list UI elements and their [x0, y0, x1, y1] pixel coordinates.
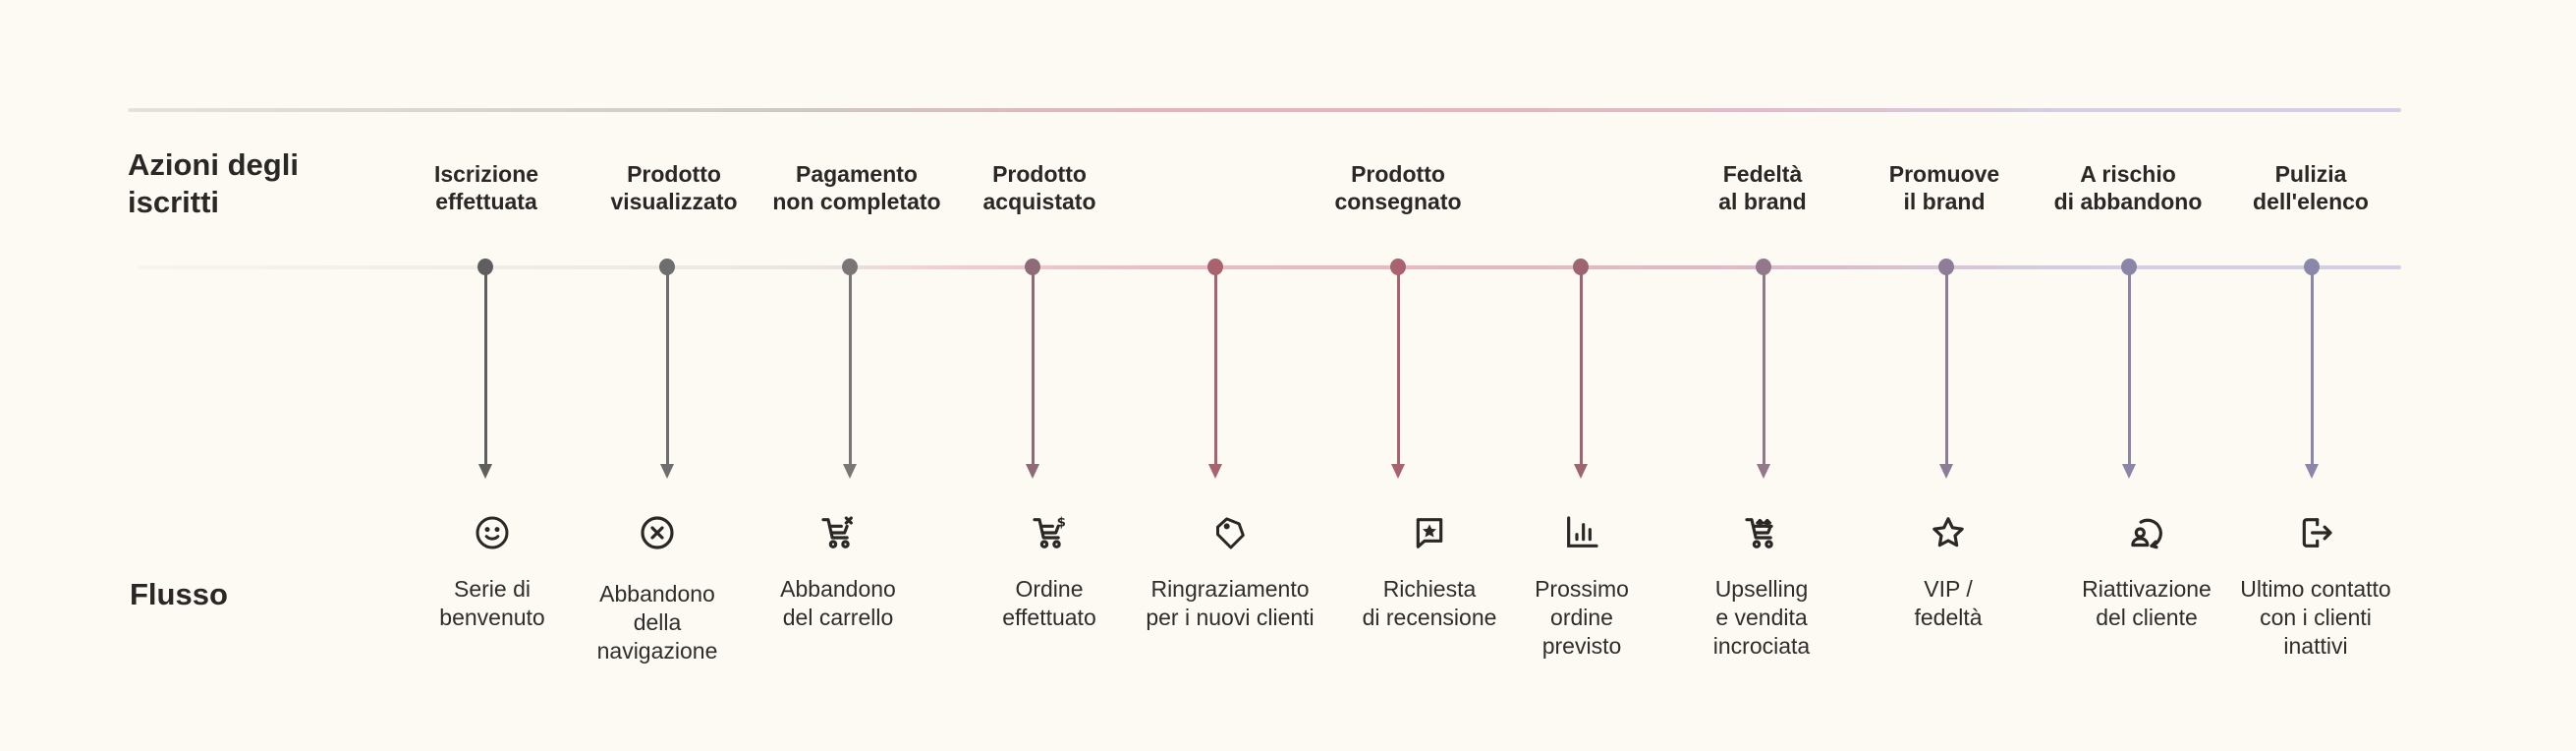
flow-label: Abbandono della navigazione	[596, 581, 718, 664]
timeline-arrow	[1937, 259, 1955, 480]
arrow-down-icon	[478, 464, 492, 479]
arrow-down-icon	[1391, 464, 1405, 479]
action-header-product-delivered: Prodotto consegnato	[1334, 161, 1462, 214]
flow-order-placed: $ Ordine effettuato	[946, 513, 1152, 632]
flow-label: VIP / fedeltà	[1914, 576, 1983, 630]
timeline-arrow	[2303, 259, 2321, 480]
timeline-dot	[2304, 259, 2320, 275]
action-header-list-cleanup: Pulizia dell'elenco	[2253, 161, 2369, 214]
flow-label: Abbandono del carrello	[780, 576, 896, 630]
arrow-down-icon	[1939, 464, 1953, 479]
cart-dollar-icon: $	[1030, 513, 1069, 552]
action-header-brand-loyalty: Fedeltà al brand	[1718, 161, 1807, 214]
arrow-line	[2128, 267, 2131, 464]
timeline-dot	[1390, 259, 1406, 275]
timeline-dot	[1756, 259, 1771, 275]
flow-customer-winback: Riattivazione del cliente	[2044, 513, 2250, 632]
timeline-arrow	[476, 259, 494, 480]
flow-browse-abandonment: Abbandono della navigazione	[554, 513, 760, 665]
arrow-down-icon	[1757, 464, 1770, 479]
timeline-dot	[659, 259, 675, 275]
flow-sunset-inactive: Ultimo contatto con i clienti inattivi	[2212, 513, 2419, 661]
arrow-down-icon	[1208, 464, 1222, 479]
timeline-arrow	[1389, 259, 1407, 480]
circle-x-icon	[638, 513, 677, 552]
arrow-line	[1032, 267, 1035, 464]
action-header-churn-risk: A rischio di abbandono	[2053, 161, 2203, 214]
flow-title: Flusso	[130, 577, 228, 611]
arrow-down-icon	[2305, 464, 2319, 479]
flow-label: Richiesta di recensione	[1362, 576, 1497, 630]
arrow-down-icon	[2122, 464, 2136, 479]
arrow-line	[1397, 267, 1400, 464]
arrow-line	[484, 267, 487, 464]
flow-vip-loyalty: VIP / fedeltà	[1845, 513, 2051, 632]
arrow-down-icon	[660, 464, 674, 479]
timeline-dot	[1025, 259, 1040, 275]
flow-review-request: Richiesta di recensione	[1326, 513, 1533, 632]
timeline-dot	[477, 259, 493, 275]
flow-new-customer-thanks: Ringraziamento per i nuovi clienti	[1127, 513, 1333, 632]
arrow-line	[1945, 267, 1948, 464]
arrow-down-icon	[1026, 464, 1039, 479]
flow-label: Ringraziamento per i nuovi clienti	[1146, 576, 1315, 630]
arrow-line	[2311, 267, 2314, 464]
subscriber-actions-title: Azioni degli iscritti	[128, 147, 299, 219]
arrow-line	[1580, 267, 1583, 464]
timeline-arrow	[658, 259, 676, 480]
flow-cart-abandonment: Abbandono del carrello	[735, 513, 941, 632]
timeline-arrow	[1755, 259, 1772, 480]
action-header-product-viewed: Prodotto visualizzato	[610, 161, 738, 214]
timeline-dot	[842, 259, 858, 275]
timeline-track	[138, 265, 2401, 269]
action-header-brand-promoter: Promuove il brand	[1888, 161, 2000, 214]
star-icon	[1929, 513, 1968, 552]
cart-upsell-icon	[1742, 513, 1781, 552]
flow-welcome-series: Serie di benvenuto	[389, 513, 595, 632]
arrow-line	[849, 267, 852, 464]
flow-label: Serie di benvenuto	[439, 576, 545, 630]
arrow-line	[1763, 267, 1765, 464]
review-star-icon	[1410, 513, 1449, 552]
timeline-dot	[1207, 259, 1223, 275]
arrow-down-icon	[1574, 464, 1588, 479]
arrow-line	[666, 267, 669, 464]
action-header-subscribed: Iscrizione effettuata	[433, 161, 539, 214]
timeline-dot	[1938, 259, 1954, 275]
timeline-arrow	[2120, 259, 2138, 480]
timeline-arrow	[841, 259, 859, 480]
top-divider	[128, 108, 2401, 112]
timeline-arrow	[1024, 259, 1041, 480]
action-header-checkout-incomplete: Pagamento non completato	[772, 161, 941, 214]
arrow-down-icon	[843, 464, 857, 479]
flow-label: Ordine effettuato	[1002, 576, 1096, 630]
cart-remove-icon	[818, 513, 858, 552]
smiley-icon	[473, 513, 512, 552]
timeline-dot	[2121, 259, 2137, 275]
exit-icon	[2296, 513, 2335, 552]
flow-label: Upselling e vendita incrociata	[1712, 576, 1811, 659]
tag-icon	[1210, 513, 1250, 552]
timeline-arrow	[1206, 259, 1224, 480]
svg-text:$: $	[1057, 515, 1066, 530]
user-refresh-icon	[2127, 513, 2166, 552]
timeline-arrow	[1572, 259, 1590, 480]
flow-upsell-cross-sell: Upselling e vendita incrociata	[1658, 513, 1865, 661]
action-header-product-purchased: Prodotto acquistato	[982, 161, 1096, 214]
flow-label: Riattivazione del cliente	[2082, 576, 2212, 630]
flow-label: Prossimo ordine previsto	[1535, 576, 1629, 659]
bar-chart-icon	[1562, 513, 1601, 552]
flow-next-order-expected: Prossimo ordine previsto	[1479, 513, 1685, 661]
flow-label: Ultimo contatto con i clienti inattivi	[2240, 576, 2391, 659]
arrow-line	[1214, 267, 1217, 464]
timeline-dot	[1573, 259, 1589, 275]
